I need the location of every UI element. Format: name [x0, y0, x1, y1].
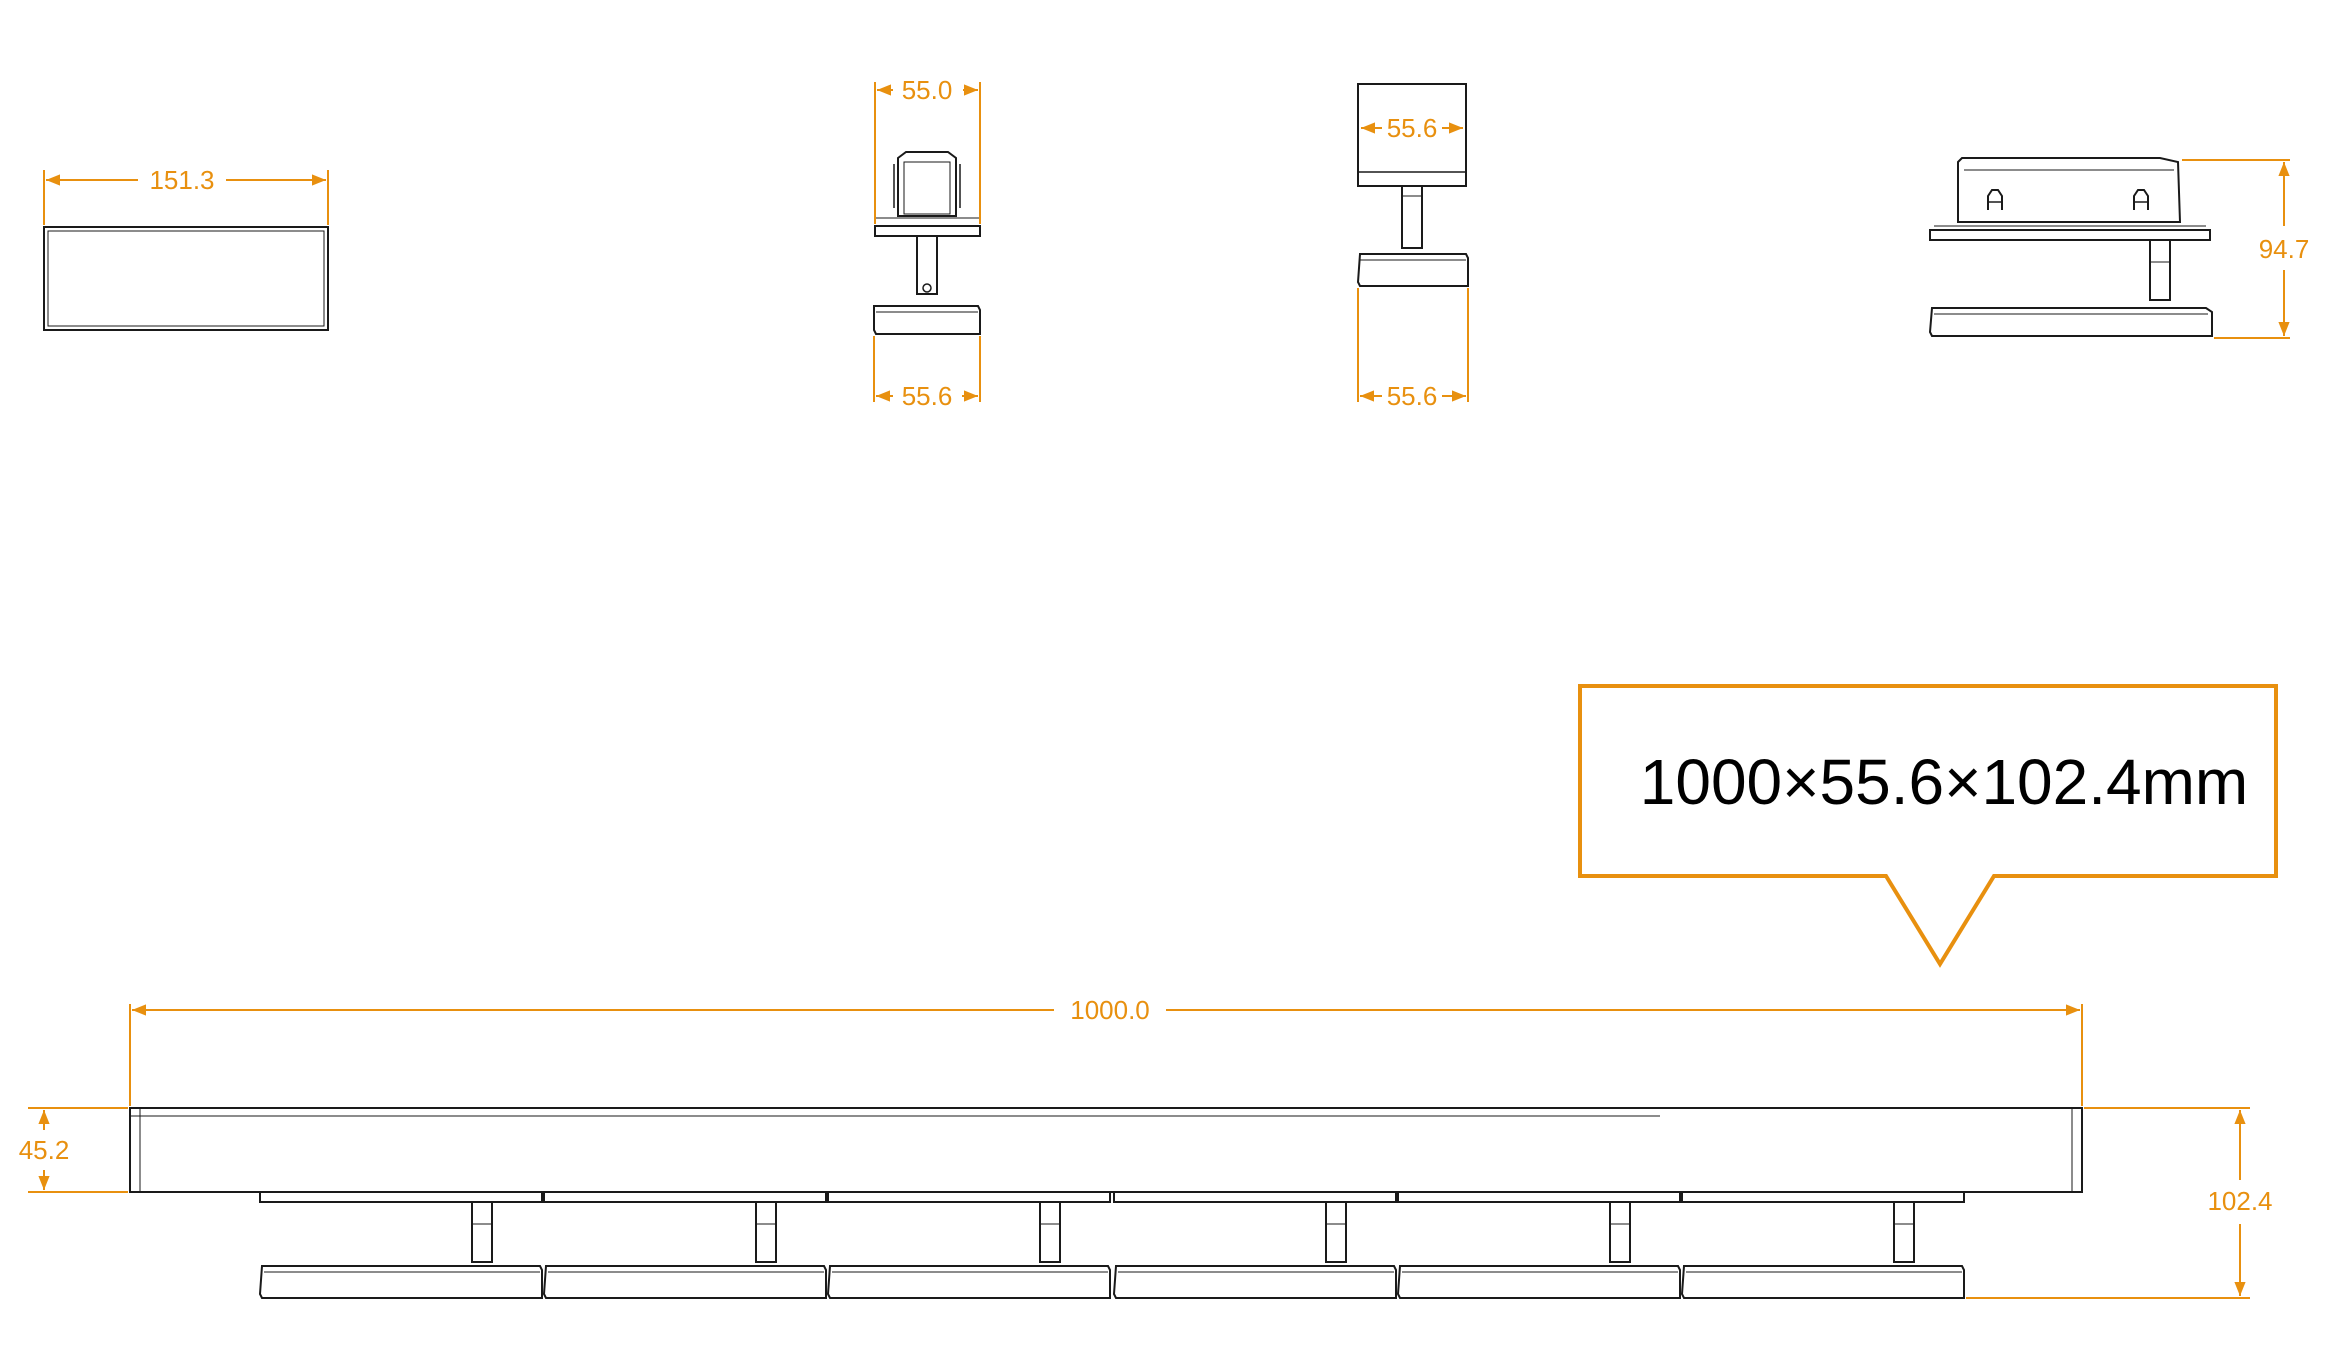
- profile-view-outline: [1928, 157, 2213, 337]
- callout-border: [1578, 684, 2278, 968]
- light-module: [542, 1191, 827, 1299]
- dim-end-bottom: [873, 336, 981, 402]
- side-view: 151.3: [43, 165, 329, 331]
- dim-side-width-label: 151.3: [149, 165, 214, 195]
- dim-rear-bottom: [1357, 288, 1469, 402]
- dim-end-bottom-label: 55.6: [902, 381, 953, 411]
- dim-rear-bottom-label: 55.6: [1387, 381, 1438, 411]
- profile-view: 94.7: [1928, 157, 2310, 339]
- dim-front-total-height-label: 102.4: [2207, 1186, 2272, 1216]
- dim-front-total-height: [1966, 1107, 2250, 1299]
- front-view-modules: [258, 1191, 1965, 1299]
- dim-profile-height: [2182, 159, 2290, 339]
- light-module: [258, 1191, 543, 1299]
- rear-view-outline: [1356, 83, 1469, 287]
- end-view: 55.0 55.6: [873, 75, 981, 411]
- callout: 1000×55.6×102.4mm: [1578, 684, 2278, 968]
- light-module: [1396, 1191, 1681, 1299]
- end-view-outline: [873, 151, 981, 335]
- side-view-outline: [43, 226, 329, 331]
- rear-view: 55.6 55.6: [1356, 83, 1469, 411]
- front-view-outline: [129, 1107, 2083, 1193]
- callout-text: 1000×55.6×102.4mm: [1640, 746, 2248, 818]
- light-module: [826, 1191, 1111, 1299]
- dim-end-top-label: 55.0: [902, 75, 953, 105]
- dim-front-length: [129, 1004, 2083, 1106]
- dim-end-top: [874, 82, 981, 224]
- light-module: [1680, 1191, 1965, 1299]
- dim-front-body-height-label: 45.2: [19, 1135, 70, 1165]
- dim-rear-top-label: 55.6: [1387, 113, 1438, 143]
- dim-front-body-height: [28, 1107, 128, 1193]
- front-view: 1000.0 45.2 102.4: [19, 995, 2273, 1299]
- dim-side-width: [43, 170, 329, 225]
- dim-front-length-label: 1000.0: [1070, 995, 1150, 1025]
- light-module: [1112, 1191, 1397, 1299]
- dim-profile-height-label: 94.7: [2259, 234, 2310, 264]
